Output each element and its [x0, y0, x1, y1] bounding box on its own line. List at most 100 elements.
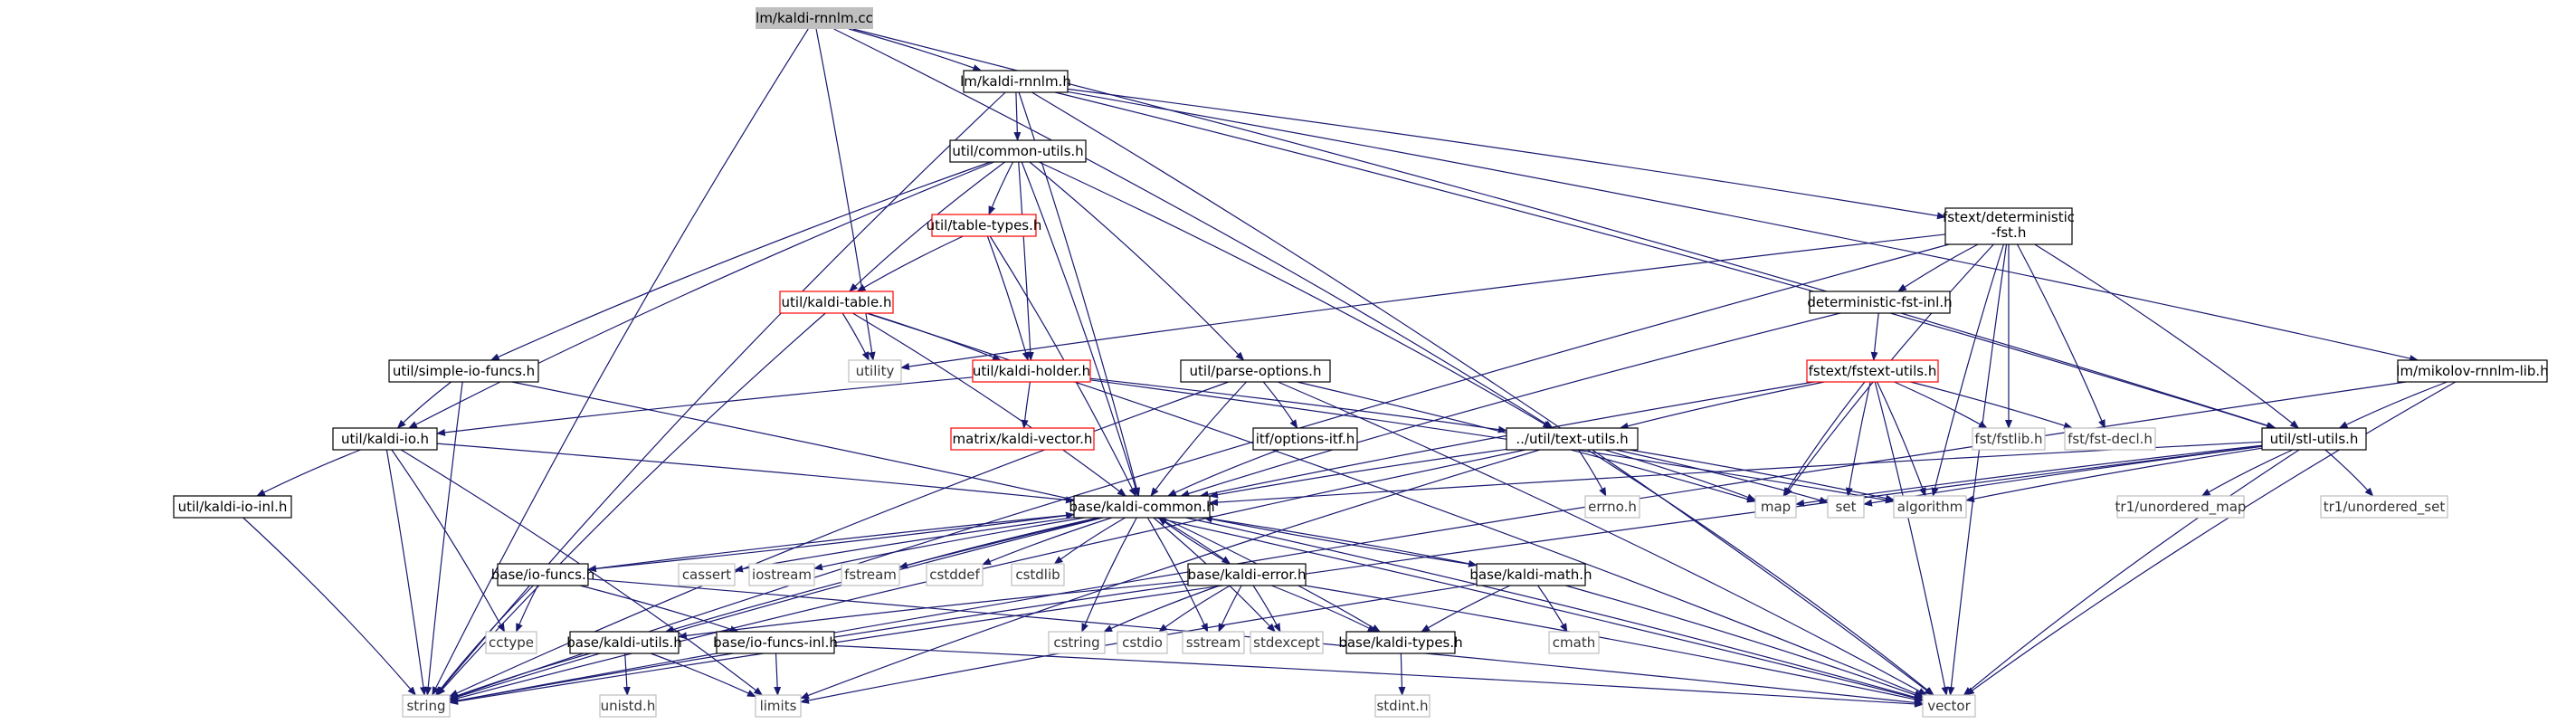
node-mikolov[interactable]: lm/mikolov-rnnlm-lib.h [2396, 359, 2549, 383]
edge-kaldi-rnnlm-cc-to-kaldi-rnnlm-h [848, 28, 983, 71]
edge-fstext-utils-to-fstlib [1894, 381, 1988, 429]
node-box [1011, 563, 1065, 586]
node-label: map [1761, 499, 1791, 515]
edge-stl-utils-to-unordered-set [2324, 449, 2374, 497]
edge-kaldi-rnnlm-cc-to-utility [815, 28, 876, 361]
node-label: utility [856, 363, 895, 379]
node-table-types[interactable]: util/table-types.h [927, 214, 1042, 237]
node-label: algorithm [1897, 499, 1963, 515]
node-vector: vector [1922, 694, 1976, 718]
node-label: unistd.h [601, 698, 656, 714]
node-kaldi-holder[interactable]: util/kaldi-holder.h [972, 359, 1091, 383]
node-box [1827, 495, 1865, 519]
node-io-funcs-inl[interactable]: base/io-funcs-inl.h [713, 631, 838, 654]
node-label: cctype [489, 634, 534, 651]
node-label: cstdlib [1015, 567, 1060, 583]
node-kaldi-common[interactable]: base/kaldi-common.h [1069, 495, 1215, 519]
node-kaldi-io-h[interactable]: util/kaldi-io.h [332, 427, 438, 451]
edge-stl-utils-to-kaldi-common [1209, 441, 2263, 507]
node-kaldi-error[interactable]: base/kaldi-error.h [1187, 563, 1307, 586]
node-kaldi-math[interactable]: base/kaldi-math.h [1469, 563, 1592, 586]
edge-kaldi-io-h-to-cctype [391, 449, 506, 633]
node-stdint: stdint.h [1374, 694, 1431, 718]
node-kaldi-rnnlm-h[interactable]: lm/kaldi-rnnlm.h [960, 70, 1071, 93]
edge-kaldi-error-to-vector [1305, 585, 1924, 703]
edge-fstext-utils-to-vector [1874, 381, 1949, 696]
edge-det-fst-to-det-fst-inl [1897, 243, 1979, 292]
node-kaldi-types[interactable]: base/kaldi-types.h [1338, 631, 1463, 654]
node-stdexcept: stdexcept [1250, 631, 1324, 654]
node-common-utils[interactable]: util/common-utils.h [949, 139, 1087, 163]
node-fstlib: fst/fstlib.h [1972, 427, 2046, 451]
node-box [950, 427, 1095, 451]
edge-text-utils-to-string [449, 449, 1526, 702]
edge-kaldi-io-h-to-kaldi-io-inl [256, 449, 361, 497]
edge-common-utils-to-kaldi-io-h [408, 161, 994, 429]
node-stl-utils[interactable]: util/stl-utils.h [2261, 427, 2367, 451]
node-matrix-kaldi-vector[interactable]: matrix/kaldi-vector.h [950, 427, 1095, 451]
node-label: fstext/deterministic [1943, 209, 2075, 225]
edge-det-fst-inl-to-fstext-utils [1870, 312, 1879, 361]
edge-stl-utils-to-algorithm [1965, 447, 2263, 503]
node-box [779, 291, 894, 314]
edge-io-funcs-to-kaldi-common [587, 511, 1075, 570]
node-box [926, 563, 984, 586]
node-kaldi-io-inl[interactable]: util/kaldi-io-inl.h [173, 495, 292, 519]
node-box [972, 359, 1091, 383]
node-utility: utility [848, 359, 902, 383]
node-label: fstream [844, 567, 897, 583]
node-kaldi-table[interactable]: util/kaldi-table.h [779, 291, 894, 314]
node-label: base/kaldi-types.h [1338, 634, 1462, 651]
node-label: string [406, 698, 445, 714]
node-itf-options[interactable]: itf/options-itf.h [1252, 427, 1358, 451]
node-label: lm/kaldi-rnnlm.h [960, 73, 1071, 90]
node-box [569, 631, 680, 654]
edge-kaldi-rnnlm-h-to-stl-utils [1054, 91, 2276, 430]
node-kaldi-rnnlm-cc[interactable]: lm/kaldi-rnnlm.cc [756, 7, 873, 29]
edge-kaldi-error-to-cstring [1103, 585, 1221, 633]
edge-kaldi-holder-to-matrix-kaldi-vector [1021, 381, 1031, 429]
node-label: base/kaldi-common.h [1069, 499, 1214, 515]
edge-kaldi-holder-to-algorithm [1089, 379, 1895, 504]
edge-text-utils-to-errno [1578, 449, 1607, 497]
node-cstdlib: cstdlib [1011, 563, 1065, 586]
node-box [1048, 631, 1106, 654]
node-det-fst-inl[interactable]: deterministic-fst-inl.h [1807, 291, 1953, 314]
edge-kaldi-math-to-kaldi-types [1421, 585, 1511, 633]
edge-kaldi-io-h-to-string [385, 449, 427, 696]
edge-kaldi-io-h-to-limits [400, 449, 764, 696]
node-kaldi-utils[interactable]: base/kaldi-utils.h [566, 631, 682, 654]
node-box [1972, 427, 2046, 451]
node-box [485, 631, 537, 654]
node-label: cmath [1553, 634, 1595, 651]
node-label: base/kaldi-utils.h [566, 634, 682, 651]
edge-kaldi-common-to-sstream [1146, 517, 1209, 633]
edge-text-utils-to-limits [800, 449, 1540, 700]
node-label: iostream [752, 567, 812, 583]
edge-kaldi-io-h-to-kaldi-common [436, 443, 1075, 504]
node-box [755, 694, 802, 718]
edge-fstext-utils-to-kaldi-common [1199, 381, 1814, 499]
node-cmath: cmath [1548, 631, 1600, 654]
edge-common-utils-to-kaldi-table [849, 161, 1005, 292]
node-box [2397, 359, 2548, 383]
node-parse-options[interactable]: util/parse-options.h [1180, 359, 1331, 383]
node-label: cstdio [1122, 634, 1163, 651]
node-io-funcs[interactable]: base/io-funcs.h [491, 563, 594, 586]
node-limits: limits [755, 694, 802, 718]
node-det-fst[interactable]: fstext/deterministic-fst.h [1943, 207, 2075, 245]
edge-common-utils-to-kaldi-common [1021, 161, 1140, 497]
node-fstext-utils[interactable]: fstext/fstext-utils.h [1806, 359, 1939, 383]
node-label: util/kaldi-table.h [782, 294, 892, 310]
node-label: ../util/text-utils.h [1516, 431, 1628, 447]
node-text-utils[interactable]: ../util/text-utils.h [1506, 427, 1639, 451]
edge-text-utils-to-kaldi-common [1209, 448, 1507, 499]
edge-det-fst-to-algorithm [1931, 243, 2004, 497]
node-box [678, 563, 736, 586]
edge-det-fst-to-fst-decl [2017, 243, 2105, 429]
node-label: stdint.h [1376, 698, 1428, 714]
node-simple-io-funcs[interactable]: util/simple-io-funcs.h [388, 359, 539, 383]
node-label: stdexcept [1253, 634, 1320, 651]
edge-kaldi-rnnlm-h-to-mikolov [1067, 90, 2419, 362]
